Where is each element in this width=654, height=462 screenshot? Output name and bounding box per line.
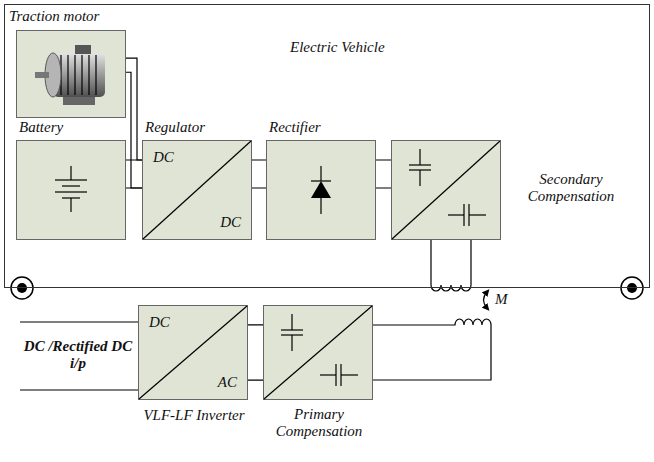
- wheel: [11, 277, 33, 299]
- comp-symbol: [392, 141, 500, 239]
- wire-pair: [126, 160, 142, 188]
- secondary-coil: [431, 285, 471, 291]
- motor-symbol: [17, 31, 125, 117]
- vehicle-outline: Traction motorBatteryRegulatorDCDCRectif…: [4, 4, 650, 288]
- wire-pair: [248, 325, 263, 380]
- wire-pair: [126, 58, 142, 188]
- motor-box: Traction motor: [16, 30, 126, 118]
- battery-symbol: [17, 141, 125, 239]
- wire-pair: [252, 160, 266, 188]
- port-label: DC: [153, 149, 174, 166]
- mutual-arrow: [484, 292, 488, 308]
- node-heading: Traction motor: [9, 8, 99, 25]
- node-heading: Battery: [19, 119, 63, 136]
- primary-coil: [373, 319, 491, 380]
- port-label: DC: [220, 214, 241, 231]
- inverter-box: DCACVLF-LF Inverter: [138, 305, 248, 400]
- port-label: VLF-LF Inverter: [119, 407, 269, 424]
- node-heading: Primary Compensation: [259, 406, 379, 441]
- node-heading: Secondary Compensation: [510, 171, 632, 206]
- diode-symbol: [267, 141, 375, 239]
- node-heading: Electric Vehicle: [290, 39, 385, 56]
- mutual-inductance-label: M: [495, 291, 508, 308]
- node-heading: Regulator: [145, 119, 205, 136]
- node-heading: Rectifier: [269, 119, 321, 136]
- rectifier-box: Rectifier: [266, 140, 376, 240]
- port-label: AC: [218, 374, 237, 391]
- comp-symbol: [264, 306, 372, 399]
- input-label: DC /Rectified DC i/p: [18, 338, 138, 373]
- wheel: [621, 277, 643, 299]
- secondary-coil-wire: [431, 240, 471, 285]
- regulator-box: RegulatorDCDC: [142, 140, 252, 240]
- wire-pair: [376, 160, 391, 188]
- compensation-box: Secondary Compensation: [391, 140, 501, 240]
- compensation-box: Primary Compensation: [263, 305, 373, 400]
- battery-box: Battery: [16, 140, 126, 240]
- node-heading: DC: [149, 314, 170, 331]
